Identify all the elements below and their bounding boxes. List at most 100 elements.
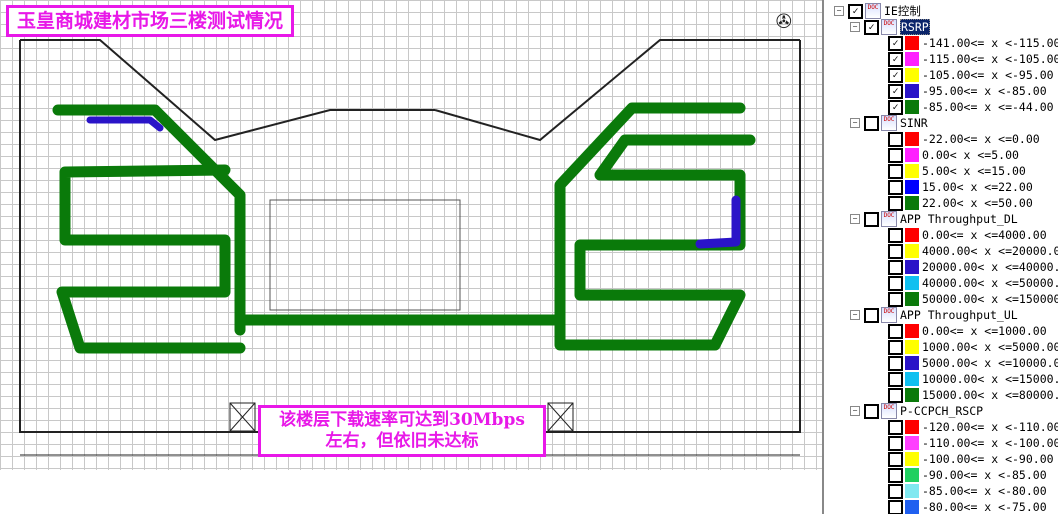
item-checkbox[interactable] <box>888 419 903 435</box>
item-checkbox[interactable] <box>888 291 903 307</box>
collapse-icon[interactable]: − <box>834 6 844 16</box>
route-left-top <box>52 104 246 336</box>
callout-line-2: 左右，但依旧未达标 <box>325 431 479 451</box>
range-label: 1000.00< x <=5000.00 <box>922 340 1058 354</box>
doc-icon: DOC <box>881 211 897 227</box>
tree-item[interactable]: ✓-115.00<= x <-105.00 <box>888 51 1058 67</box>
group-checkbox[interactable] <box>864 307 879 323</box>
color-swatch <box>905 324 919 338</box>
color-swatch <box>905 260 919 274</box>
item-checkbox[interactable] <box>888 467 903 483</box>
tree-item[interactable]: 50000.00< x <=150000.00 <box>888 291 1058 307</box>
color-swatch <box>905 228 919 242</box>
color-swatch <box>905 452 919 466</box>
item-checkbox[interactable] <box>888 131 903 147</box>
collapse-icon[interactable]: − <box>850 310 860 320</box>
tree-item[interactable]: ✓-85.00<= x <=-44.00 <box>888 99 1054 115</box>
tree-item[interactable]: 4000.00< x <=20000.00 <box>888 243 1058 259</box>
tree-item[interactable]: 40000.00< x <=50000.00 <box>888 275 1058 291</box>
item-checkbox[interactable] <box>888 243 903 259</box>
item-checkbox[interactable] <box>888 339 903 355</box>
item-checkbox[interactable] <box>888 355 903 371</box>
collapse-icon[interactable]: − <box>850 406 860 416</box>
item-checkbox[interactable]: ✓ <box>888 35 903 51</box>
item-checkbox[interactable] <box>888 195 903 211</box>
tree-item[interactable]: 5000.00< x <=10000.00 <box>888 355 1058 371</box>
range-label: -110.00<= x <-100.00 <box>922 436 1058 450</box>
callout-note: 该楼层下载速率可达到30Mbps 左右，但依旧未达标 <box>258 405 546 457</box>
group-checkbox[interactable] <box>864 211 879 227</box>
range-label: -90.00<= x <-85.00 <box>922 468 1047 482</box>
root-checkbox[interactable]: ✓ <box>848 3 863 19</box>
route-right-top <box>554 102 756 351</box>
tree-item[interactable]: -22.00<= x <=0.00 <box>888 131 1040 147</box>
item-checkbox[interactable]: ✓ <box>888 51 903 67</box>
color-swatch <box>905 388 919 402</box>
item-checkbox[interactable] <box>888 275 903 291</box>
tree-item[interactable]: 0.00< x <=5.00 <box>888 147 1019 163</box>
range-label: -22.00<= x <=0.00 <box>922 132 1040 146</box>
range-label: 20000.00< x <=40000.00 <box>922 260 1058 274</box>
item-checkbox[interactable] <box>888 323 903 339</box>
color-swatch <box>905 180 919 194</box>
tree-item[interactable]: ✓-105.00<= x <-95.00 <box>888 67 1054 83</box>
item-checkbox[interactable] <box>888 371 903 387</box>
tree-item[interactable]: 10000.00< x <=15000.00 <box>888 371 1058 387</box>
group-checkbox[interactable]: ✓ <box>864 19 879 35</box>
tree-item[interactable]: -85.00<= x <-80.00 <box>888 483 1047 499</box>
item-checkbox[interactable] <box>888 259 903 275</box>
item-checkbox[interactable] <box>888 227 903 243</box>
item-checkbox[interactable]: ✓ <box>888 83 903 99</box>
tree-item[interactable]: -110.00<= x <-100.00 <box>888 435 1058 451</box>
tree-item[interactable]: 15000.00< x <=80000.00 <box>888 387 1058 403</box>
tree-item[interactable]: -120.00<= x <-110.00 <box>888 419 1058 435</box>
tree-item[interactable]: ✓-141.00<= x <-115.00 <box>888 35 1058 51</box>
item-checkbox[interactable] <box>888 147 903 163</box>
item-checkbox[interactable]: ✓ <box>888 99 903 115</box>
range-label: 50000.00< x <=150000.00 <box>922 292 1058 306</box>
item-checkbox[interactable] <box>888 451 903 467</box>
tree-item[interactable]: 22.00< x <=50.00 <box>888 195 1033 211</box>
group-checkbox[interactable] <box>864 403 879 419</box>
range-label: 15000.00< x <=80000.00 <box>922 388 1058 402</box>
tree-item[interactable]: 15.00< x <=22.00 <box>888 179 1033 195</box>
collapse-icon[interactable]: − <box>850 22 860 32</box>
route-blue-2 <box>695 195 741 249</box>
item-checkbox[interactable] <box>888 483 903 499</box>
tree-item[interactable]: -100.00<= x <-90.00 <box>888 451 1054 467</box>
item-checkbox[interactable]: ✓ <box>888 67 903 83</box>
group-label: P-CCPCH_RSCP <box>900 404 984 418</box>
item-checkbox[interactable] <box>888 163 903 179</box>
tree-item[interactable]: 0.00<= x <=1000.00 <box>888 323 1047 339</box>
tree-item[interactable]: 1000.00< x <=5000.00 <box>888 339 1058 355</box>
collapse-icon[interactable]: − <box>850 214 860 224</box>
tree-item[interactable]: 5.00< x <=15.00 <box>888 163 1026 179</box>
tree-item[interactable]: ✓-95.00<= x <-85.00 <box>888 83 1047 99</box>
color-swatch <box>905 148 919 162</box>
color-swatch <box>905 244 919 258</box>
tree-item[interactable]: 0.00<= x <=4000.00 <box>888 227 1047 243</box>
color-swatch <box>905 500 919 514</box>
item-checkbox[interactable] <box>888 435 903 451</box>
range-label: 0.00<= x <=4000.00 <box>922 228 1047 242</box>
tree-item[interactable]: -90.00<= x <-85.00 <box>888 467 1047 483</box>
tree-item[interactable]: 20000.00< x <=40000.00 <box>888 259 1058 275</box>
tree-item[interactable]: -80.00<= x <-75.00 <box>888 499 1047 514</box>
item-checkbox[interactable] <box>888 179 903 195</box>
range-label: -120.00<= x <-110.00 <box>922 420 1058 434</box>
range-label: 0.00<= x <=1000.00 <box>922 324 1047 338</box>
collapse-icon[interactable]: − <box>850 118 860 128</box>
floor-plan-map[interactable]: 玉皇商城建材市场三楼测试情况 ✇ 该楼层下载速率可达到30Mbps 左右，但依旧… <box>0 0 822 514</box>
color-swatch <box>905 52 919 66</box>
item-checkbox[interactable] <box>888 387 903 403</box>
group-checkbox[interactable] <box>864 115 879 131</box>
item-checkbox[interactable] <box>888 499 903 514</box>
range-label: 15.00< x <=22.00 <box>922 180 1033 194</box>
